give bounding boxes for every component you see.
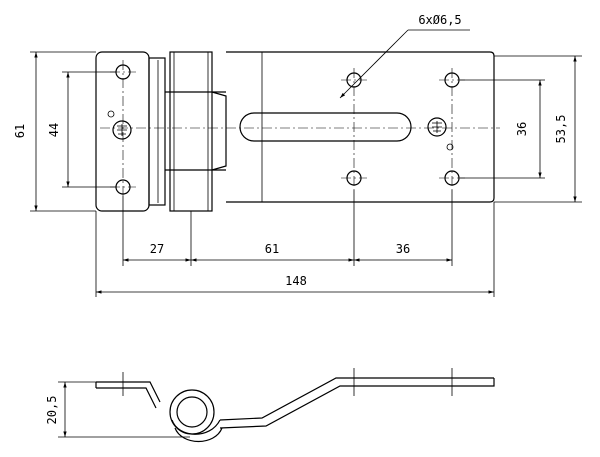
dim-horiz-1: 27 bbox=[150, 242, 164, 256]
dim-horiz-3: 36 bbox=[396, 242, 410, 256]
dim-hole-spacing-right: 36 bbox=[515, 122, 529, 136]
dim-height-total: 61 bbox=[13, 124, 27, 138]
dim-length-total: 148 bbox=[285, 274, 307, 288]
dimensions: 61 44 36 53,5 27 61 36 148 bbox=[13, 13, 582, 297]
brand-logo-icon bbox=[427, 117, 454, 151]
hinge-profile bbox=[96, 377, 495, 429]
hinge-knuckle bbox=[148, 57, 166, 206]
hole-callout: 6xØ6,5 bbox=[418, 13, 461, 27]
brand-logo-icon bbox=[107, 110, 132, 140]
dim-profile-height: 20,5 bbox=[45, 396, 59, 425]
slot bbox=[239, 112, 412, 142]
top-view bbox=[95, 51, 500, 212]
dim-height-right: 53,5 bbox=[554, 115, 568, 144]
right-leaf-plate bbox=[226, 51, 495, 203]
hinge-barrel bbox=[169, 51, 213, 212]
side-view: 20,5 bbox=[45, 368, 495, 442]
dim-horiz-2: 61 bbox=[265, 242, 279, 256]
dim-hole-spacing-left: 44 bbox=[47, 123, 61, 137]
